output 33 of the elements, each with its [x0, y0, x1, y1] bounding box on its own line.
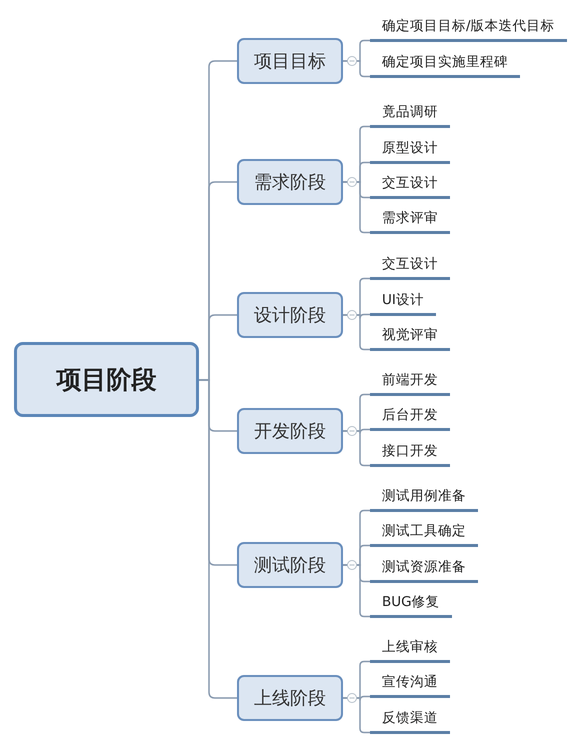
connector-line	[343, 181, 370, 234]
topic-box: 设计阶段	[237, 292, 343, 338]
topic-box: 上线阶段	[237, 675, 343, 721]
subtopic-label: 确定项目目标/版本迭代目标	[370, 16, 567, 42]
subtopic-label: UI设计	[370, 290, 436, 316]
root-topic-box: 项目阶段	[14, 342, 199, 417]
subtopic-label: BUG修复	[370, 592, 452, 618]
topic-box: 需求阶段	[237, 159, 343, 205]
connector-line	[343, 314, 370, 350]
subtopic-label: 接口开发	[370, 441, 450, 467]
subtopic-label: 需求评审	[370, 208, 450, 234]
subtopic-label: 反馈渠道	[370, 708, 450, 734]
topic-box: 测试阶段	[237, 542, 343, 588]
subtopic-label: 测试工具确定	[370, 521, 478, 547]
subtopic-label: 竟品调研	[370, 102, 450, 128]
connector-line	[343, 564, 370, 618]
subtopic-label: 交互设计	[370, 254, 450, 280]
connector-line	[343, 430, 370, 466]
subtopic-label: 原型设计	[370, 138, 450, 164]
connector-line	[199, 379, 237, 699]
connector-line	[343, 697, 370, 734]
subtopic-label: 交互设计	[370, 173, 450, 199]
subtopic-label: 上线审核	[370, 637, 450, 663]
subtopic-label: 前端开发	[370, 370, 450, 396]
subtopic-label: 后台开发	[370, 405, 450, 431]
subtopic-label: 测试资源准备	[370, 557, 478, 583]
connector-line	[343, 60, 370, 78]
subtopic-label: 确定项目实施里程碑	[370, 52, 520, 78]
subtopic-label: 视觉评审	[370, 325, 450, 351]
topic-box: 项目目标	[237, 38, 343, 84]
subtopic-label: 宣传沟通	[370, 672, 450, 698]
topic-box: 开发阶段	[237, 408, 343, 454]
subtopic-label: 测试用例准备	[370, 486, 478, 512]
